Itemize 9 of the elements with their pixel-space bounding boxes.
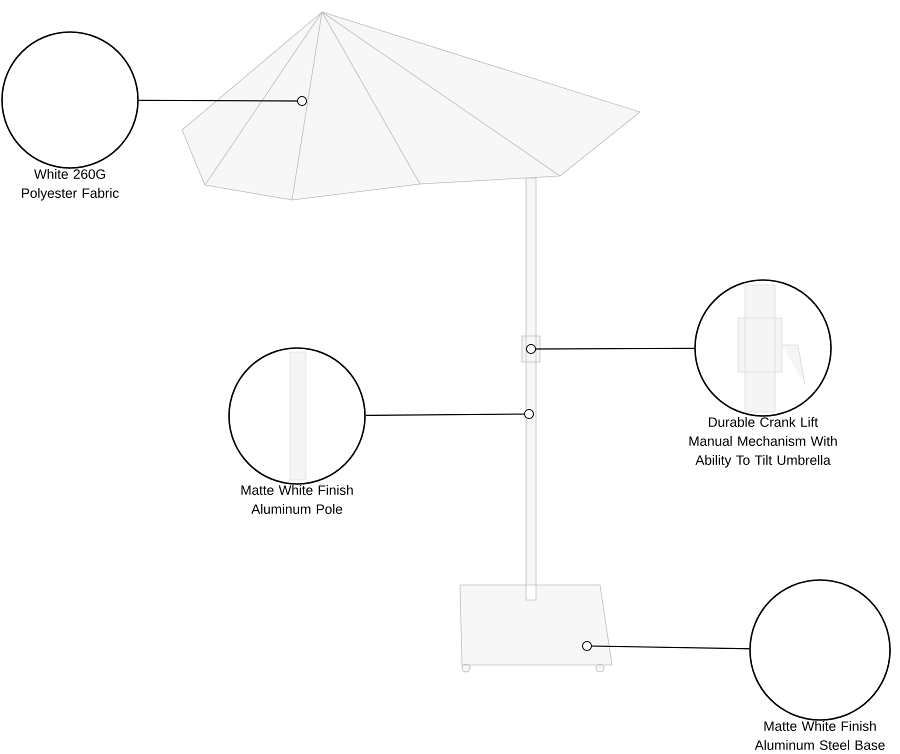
node-label: Durable Crank Lift Manual Mechanism With Ability To Tilt Umbrella [689, 416, 837, 468]
node-label: Matte White Finish Aluminum Steel Base [754, 720, 885, 750]
marker-dot [524, 409, 534, 419]
node-label: White 260G Polyester Fabric [22, 168, 119, 201]
leader-line [592, 645, 750, 650]
leader-line [366, 413, 524, 416]
node-label: Matte White Finish Aluminum Pole [241, 484, 353, 514]
leader-line [138, 100, 297, 102]
leader-line [536, 348, 694, 350]
